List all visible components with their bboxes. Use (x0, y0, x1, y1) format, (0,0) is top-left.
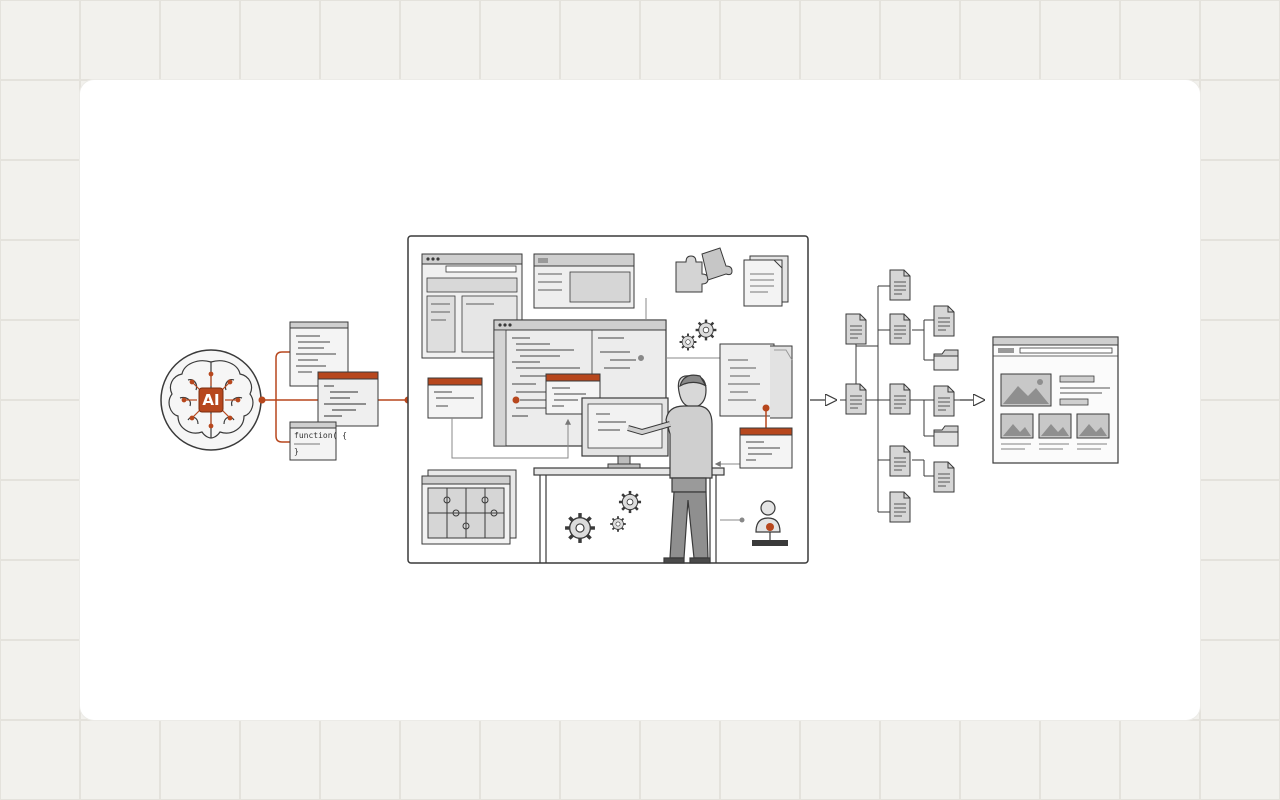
file-icon (933, 305, 955, 337)
function-close-brace: } (294, 447, 299, 456)
file-icon (845, 383, 867, 415)
connector-node (512, 396, 520, 404)
developer-person-icon (627, 374, 713, 564)
ai-development-pipeline-diagram: AI function( { } (160, 235, 1119, 564)
file-icon (889, 269, 911, 301)
ai-brain-node: AI (160, 349, 262, 451)
image-thumbnail (1000, 413, 1034, 439)
puzzle-document-icon (719, 343, 793, 430)
file-icon (933, 385, 955, 417)
circuit-traces (181, 371, 241, 429)
ai-chip (198, 387, 224, 413)
puzzle-icon (675, 247, 733, 293)
file-tree-icon (840, 269, 974, 523)
code-editor-window (317, 371, 379, 427)
document-stack-icon (743, 255, 789, 307)
function-label: function( { (294, 431, 347, 440)
file-icon (933, 461, 955, 493)
image-thumbnail (1038, 413, 1072, 439)
code-snippet-window (427, 377, 483, 419)
gear-icon (617, 489, 643, 515)
file-icon (845, 313, 867, 345)
function-snippet-window: function( { } (289, 421, 347, 461)
diagram-card: AI function( { } (80, 80, 1200, 720)
ui-layout-window (533, 253, 635, 309)
file-icon (889, 313, 911, 345)
code-snippet-window (739, 427, 793, 469)
webpage-layout-icon (992, 336, 1119, 464)
folder-icon (933, 349, 959, 371)
file-icon (889, 491, 911, 523)
desk (533, 467, 725, 563)
developer-workspace-panel (407, 235, 809, 564)
file-icon (889, 445, 911, 477)
image-thumbnail (1076, 413, 1110, 439)
folder-icon (933, 425, 959, 447)
gear-icon (694, 318, 718, 342)
puzzle-board-window (421, 469, 517, 545)
connector-node (258, 396, 266, 404)
ai-label: AI (202, 391, 219, 409)
monitor (581, 397, 669, 469)
file-icon (889, 383, 911, 415)
gear-icon (609, 515, 627, 533)
gear-icon (678, 332, 698, 352)
user-pin-icon (728, 500, 788, 546)
gear-icon (563, 511, 597, 545)
